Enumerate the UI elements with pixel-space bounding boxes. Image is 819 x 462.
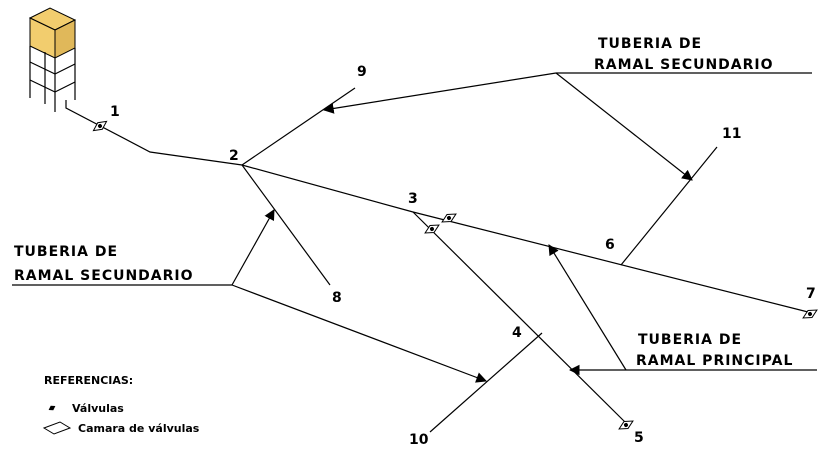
node-label-9: 9 (357, 64, 367, 80)
node-labels: 1 2 3 4 5 6 7 8 9 10 11 (110, 64, 816, 448)
arrow-to-main-pipe (548, 244, 627, 371)
valve-chamber-icon (42, 421, 72, 435)
valve-chamber-7 (802, 309, 818, 319)
arrow-to-branch-10 (231, 284, 488, 383)
arrow-to-branch-8 (231, 209, 275, 286)
node-label-1: 1 (110, 104, 120, 120)
callout-secondary-left: TUBERIA DE RAMAL SECUNDARIO (12, 209, 488, 383)
valve-chamber-5 (618, 420, 634, 430)
node-label-3: 3 (408, 191, 418, 207)
node-label-11: 11 (722, 126, 741, 142)
valve-chambers (92, 120, 818, 430)
legend: REFERENCIAS: Válvulas Camara de válvulas (42, 374, 200, 435)
legend-valves: Válvulas (72, 402, 124, 415)
branch-8 (241, 164, 331, 286)
pipe-network (65, 87, 813, 433)
legend-title: REFERENCIAS: (44, 374, 133, 387)
legend-chamber: Camara de válvulas (78, 422, 200, 435)
arrow-to-branch-11 (555, 72, 693, 181)
branch-10 (429, 332, 543, 433)
node-label-8: 8 (332, 290, 342, 306)
tank-tower (29, 46, 76, 112)
node-label-10: 10 (409, 432, 429, 448)
callout-secondary-left-line2: RAMAL SECUNDARIO (14, 268, 194, 284)
node-label-6: 6 (605, 237, 615, 253)
valve-chamber-3a (424, 224, 440, 234)
callout-secondary-left-line1: TUBERIA DE (14, 244, 118, 260)
main-pipe (65, 100, 813, 314)
branch-5 (412, 211, 629, 426)
callout-secondary-top-line1: TUBERIA DE (598, 36, 702, 52)
callout-secondary-top: TUBERIA DE RAMAL SECUNDARIO (322, 36, 812, 181)
node-label-7: 7 (806, 286, 816, 302)
node-label-4: 4 (512, 325, 522, 341)
callout-principal: TUBERIA DE RAMAL PRINCIPAL (548, 244, 817, 376)
branch-11 (620, 146, 718, 266)
valve-chamber-1 (92, 120, 108, 132)
arrow-to-branch-9 (322, 72, 557, 114)
valve-chamber-3b (441, 213, 457, 223)
branch-9 (241, 87, 356, 166)
callout-secondary-top-line2: RAMAL SECUNDARIO (594, 57, 774, 73)
valve-icon (48, 405, 56, 411)
callout-principal-line1: TUBERIA DE (638, 332, 742, 348)
water-tank (28, 7, 77, 112)
callout-principal-line2: RAMAL PRINCIPAL (636, 353, 793, 369)
node-label-2: 2 (229, 148, 239, 164)
node-label-5: 5 (634, 430, 644, 446)
